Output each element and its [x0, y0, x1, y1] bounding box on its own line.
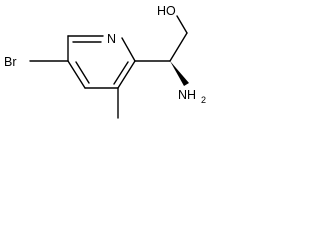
substituents — [29, 15, 189, 119]
pyridine-ring — [67, 35, 136, 89]
bond-stereocenter-ch2 — [169, 32, 188, 62]
bond-c2-c3-inner — [113, 61, 129, 85]
bond-n1-c2 — [121, 37, 136, 62]
amine-label: NH — [178, 88, 196, 102]
bromine-label: Br — [4, 55, 17, 69]
bond-c4-c5 — [67, 60, 86, 89]
molecule-structure: N Br HO NH 2 — [4, 4, 206, 119]
bond-ch2-oh — [176, 15, 188, 34]
ring-nitrogen-label: N — [107, 32, 116, 46]
bond-c4-c5-inner — [75, 61, 90, 84]
bond-c2-c3 — [117, 60, 136, 89]
atom-labels: N Br HO NH 2 — [4, 4, 206, 105]
wedge-bond-nh2 — [170, 61, 189, 86]
amine-subscript-label: 2 — [201, 95, 206, 105]
hydroxyl-label: HO — [157, 4, 176, 18]
